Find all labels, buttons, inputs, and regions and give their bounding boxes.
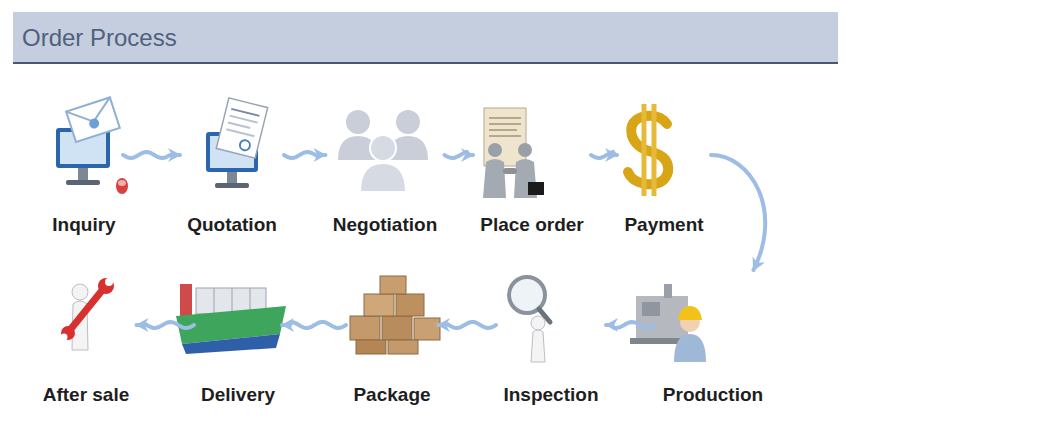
process-step: Inquiry: [48, 96, 120, 236]
flow-arrow: [606, 322, 656, 328]
step-label: Production: [659, 384, 768, 406]
negotiation-icon: [338, 110, 428, 192]
place-order-icon: [483, 108, 544, 198]
process-step: After sale: [39, 266, 134, 406]
process-step: Place order: [476, 96, 588, 236]
step-label: Place order: [476, 214, 588, 236]
process-step: Package: [349, 266, 435, 406]
production-icon: [630, 284, 706, 362]
step-label: Payment: [620, 214, 708, 236]
step-label: Negotiation: [329, 214, 442, 236]
flow-arrow: [445, 152, 474, 158]
step-label: Inquiry: [48, 214, 120, 236]
step-label: Package: [349, 384, 435, 406]
process-step: Payment: [620, 96, 708, 236]
process-step: Delivery: [197, 266, 279, 406]
dollar-icon: [628, 104, 668, 196]
flow-arrow: [438, 322, 496, 328]
step-label: After sale: [39, 384, 134, 406]
step-label: Inspection: [499, 384, 603, 406]
flow-arrow: [591, 152, 617, 158]
title-band: Order Process: [13, 12, 838, 64]
quotation-icon: [206, 98, 268, 188]
process-step: Negotiation: [329, 96, 442, 236]
inspection-icon: [509, 277, 550, 362]
process-step: Inspection: [499, 266, 603, 406]
after-sale-icon: [61, 278, 115, 350]
step-label: Quotation: [183, 214, 281, 236]
flow-arrow: [711, 155, 765, 270]
flow-arrow: [284, 152, 326, 158]
process-step: Production: [659, 266, 768, 406]
flow-arrow: [282, 322, 346, 328]
title-text: Order Process: [22, 24, 177, 52]
ship-icon: [176, 284, 286, 354]
step-label: Delivery: [197, 384, 279, 406]
process-step: Quotation: [183, 96, 281, 236]
package-icon: [350, 276, 440, 354]
inquiry-icon: [56, 97, 128, 194]
flow-arrow: [123, 152, 180, 158]
flow-arrow: [137, 322, 195, 328]
